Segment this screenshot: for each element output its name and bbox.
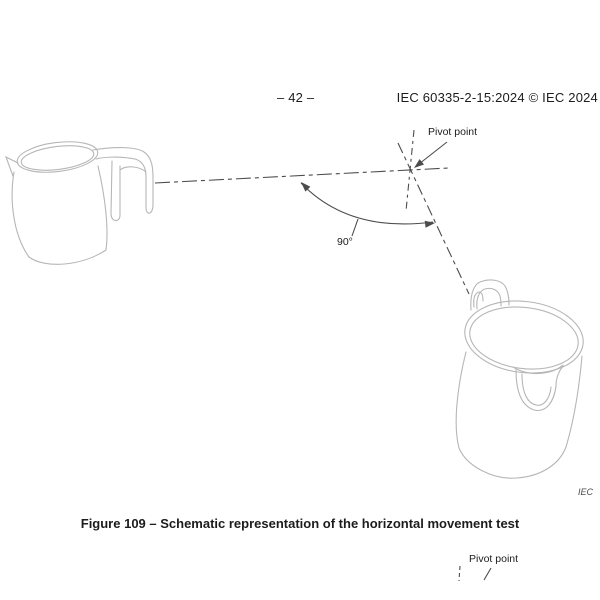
right-kettle-spout-pocket-outer [515,365,564,412]
vertical-centerline [405,129,415,212]
iec-credit-mark: IEC [578,487,594,497]
right-kettle-rim-inner [469,306,579,370]
figure-caption: Figure 109 – Schematic representation of… [80,516,520,531]
left-kettle-drawing [5,141,154,265]
annotation-lines [154,129,492,582]
left-kettle-spout [5,155,19,177]
left-kettle-body-left [11,171,30,258]
left-kettle-body-bottom [28,249,107,265]
arc-right-arrowhead [424,220,435,228]
left-kettle-handle-hole-top [119,166,147,173]
horizontal-centerline [154,167,450,184]
right-kettle-body [455,351,583,479]
diagonal-centerline [397,142,470,295]
doc-reference: IEC 60335-2-15:2024 © IEC 2024 [396,90,598,105]
left-kettle-rim-inner [20,145,95,171]
arc-left-arrowhead [301,182,311,192]
page-number: – 42 – [277,90,315,105]
arrowheads [301,159,435,228]
right-kettle-spout-lip [512,364,564,375]
angle-value-label: 90° [337,236,353,248]
next-figure-centerline [458,565,461,582]
pivot-leader-line [418,141,448,165]
left-kettle-handle-inner-leg [110,160,121,222]
right-kettle-drawing [455,279,584,479]
angle-arc [300,182,434,225]
right-kettle-handle-hole [473,291,484,308]
angle-leader-line [351,218,359,237]
left-kettle-body-right [97,165,108,251]
pivot-point-label: Pivot point [428,126,478,138]
right-kettle-handle-outer [470,279,510,311]
left-kettle-handle-outer [92,147,154,214]
right-kettle-rim-outer [464,300,584,374]
right-kettle-handle-inner [476,287,502,310]
left-kettle-rim-outer [16,141,99,173]
next-figure-pivot-point-label: Pivot point [469,553,519,565]
next-figure-leader-line [483,567,492,581]
pivot-arrowhead [414,159,424,168]
right-kettle-spout-pocket-inner [521,373,552,406]
